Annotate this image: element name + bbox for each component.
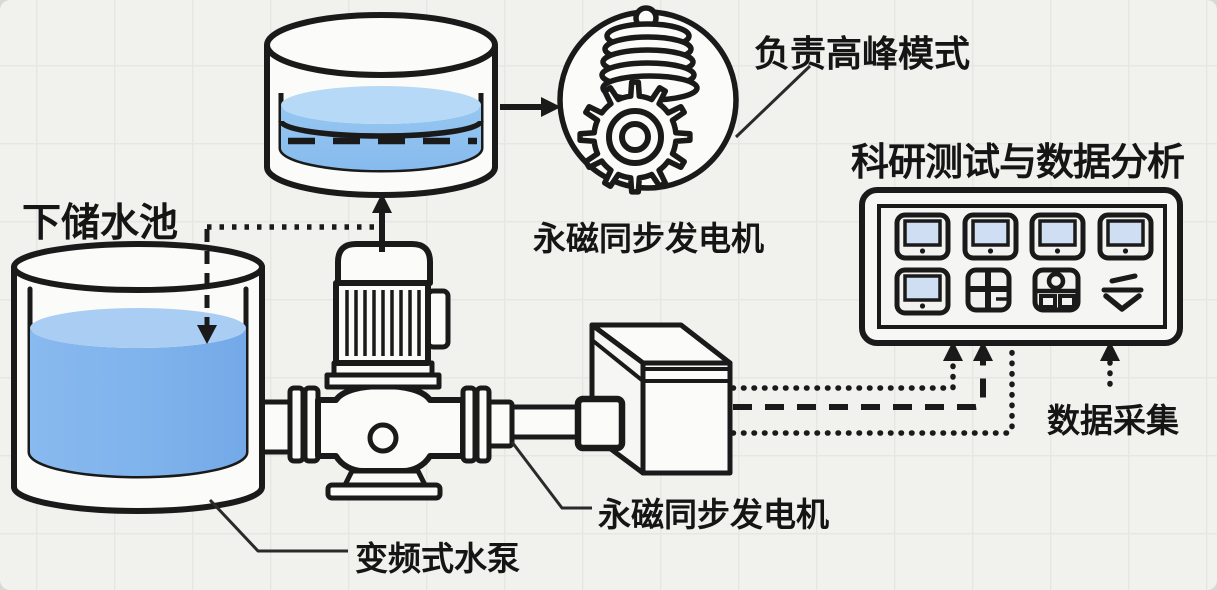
signal-lines [730, 341, 1120, 436]
monitor-icon [962, 212, 1019, 261]
tank-rim [264, 12, 498, 78]
leader-lines [208, 64, 812, 553]
flange [474, 385, 492, 464]
label-lower-reservoir: 下储水池 [22, 202, 179, 245]
leader-pm-generator [510, 441, 592, 510]
leader-peak-mode [734, 64, 812, 139]
motor-fins [345, 290, 421, 356]
pump [287, 241, 492, 501]
arrowhead-up [973, 341, 993, 361]
flow-arrow-tank-to-generator [500, 97, 561, 117]
pm-generator-icon [557, 5, 739, 195]
motor-dome [335, 241, 433, 286]
water-level-line [278, 120, 484, 139]
water-surface [30, 308, 246, 348]
monitor-icon [894, 267, 951, 316]
monitor-icon [1029, 212, 1086, 261]
monitor-icon [894, 212, 951, 261]
tank-rim [11, 241, 265, 293]
label-data-acquisition: 数据采集 [1047, 402, 1179, 439]
arrowhead-down [197, 325, 217, 344]
control-panel [859, 187, 1183, 346]
label-peak-mode: 负责高峰模式 [754, 33, 971, 74]
label-vfd-pump: 变频式水泵 [355, 540, 520, 577]
shaft-coupling [574, 395, 626, 452]
user-panel-icon [1032, 267, 1081, 313]
box-lid-slant [590, 338, 645, 383]
split-window-icon [965, 267, 1012, 313]
drive-shaft [507, 404, 581, 440]
upper-tank [264, 12, 498, 198]
motor-flange-wide [324, 372, 442, 390]
flow-arrow-pump-to-tank [372, 193, 392, 252]
lower-reservoir-tank [11, 241, 265, 514]
monitor-icon [1097, 212, 1154, 261]
water-surface [281, 86, 481, 124]
flange [460, 385, 478, 464]
gear-hub [619, 121, 651, 153]
casing-port [367, 422, 399, 454]
flange [287, 385, 306, 464]
signal-dotted-3 [730, 342, 1015, 436]
leader-vfd-pump [208, 498, 348, 553]
gear-icon [577, 79, 693, 195]
label-pm-generator-top: 永磁同步发电机 [533, 220, 764, 257]
arrowhead-right [541, 97, 561, 117]
base-plate [325, 482, 443, 501]
arrowhead-up [1100, 341, 1120, 361]
label-pm-generator-bottom: 永磁同步发电机 [598, 496, 829, 533]
sort-lines-icon [1101, 273, 1144, 312]
shaft-adapter [485, 399, 515, 449]
water [30, 328, 246, 476]
signal-dotted-1 [730, 353, 956, 391]
arrowhead-up [372, 193, 392, 213]
arrowhead-up [943, 341, 963, 361]
label-research-title: 科研测试与数据分析 [851, 142, 1185, 184]
coil-spring-icon [599, 21, 700, 103]
return-line [197, 224, 378, 344]
signal-dashed-2 [733, 356, 986, 410]
